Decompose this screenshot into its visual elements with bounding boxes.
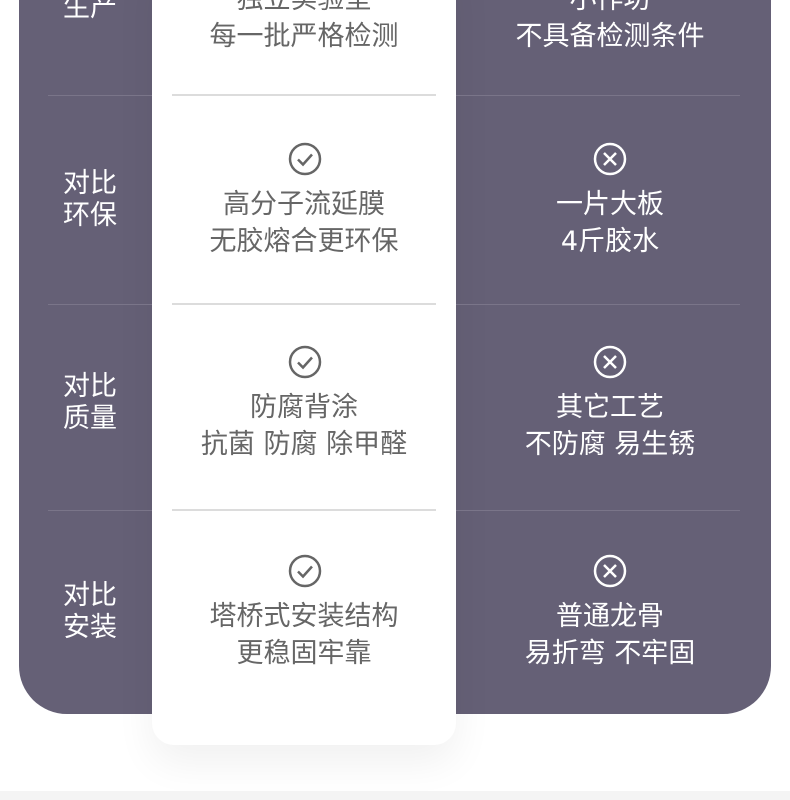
- label-line: 安装: [63, 612, 117, 643]
- row-label-environment: 对比 环保: [40, 168, 140, 232]
- text-line: 普通龙骨: [556, 601, 664, 632]
- ours-text-production: 独立实验室 每一批严格检测: [152, 0, 456, 55]
- ours-text-quality: 防腐背涂 抗菌 防腐 除甲醛: [152, 389, 456, 463]
- text-line: 抗菌 防腐 除甲醛: [200, 429, 408, 460]
- our-product-card: [152, 0, 456, 745]
- text-line: 不防腐 易生锈: [524, 429, 696, 460]
- label-line: 对比: [63, 168, 117, 199]
- divider: [48, 510, 152, 511]
- divider: [456, 510, 740, 511]
- check-circle-icon: [288, 345, 322, 379]
- check-circle-icon: [288, 554, 322, 588]
- divider: [456, 304, 740, 305]
- text-line: 小作坊: [456, 0, 764, 18]
- text-line: 其它工艺: [556, 392, 664, 423]
- text-line: 不具备检测条件: [515, 21, 705, 52]
- divider: [172, 94, 436, 96]
- x-circle-icon: [593, 554, 627, 588]
- theirs-text-installation: 普通龙骨 易折弯 不牢固: [456, 598, 764, 672]
- label-line: 对比: [63, 580, 117, 611]
- label-line: 生产: [63, 0, 117, 23]
- divider: [48, 304, 152, 305]
- divider: [48, 95, 152, 96]
- row-label-production: 生产: [40, 0, 140, 24]
- text-line: 更稳固牢靠: [236, 638, 372, 669]
- label-line: 环保: [63, 200, 117, 231]
- text-line: 一片大板: [556, 189, 664, 220]
- text-line: 易折弯 不牢固: [524, 638, 696, 669]
- divider: [172, 509, 436, 511]
- theirs-text-environment: 一片大板 4斤胶水: [456, 186, 764, 260]
- label-line: 对比: [63, 371, 117, 402]
- ours-text-environment: 高分子流延膜 无胶熔合更环保: [152, 186, 456, 260]
- theirs-text-quality: 其它工艺 不防腐 易生锈: [456, 389, 764, 463]
- text-line: 4斤胶水: [560, 226, 660, 257]
- text-line: 独立实验室: [152, 0, 456, 18]
- x-circle-icon: [593, 345, 627, 379]
- footer-strip: [0, 791, 790, 800]
- text-line: 高分子流延膜: [223, 189, 385, 220]
- text-line: 无胶熔合更环保: [209, 226, 399, 257]
- x-circle-icon: [593, 142, 627, 176]
- text-line: 塔桥式安装结构: [209, 601, 399, 632]
- check-circle-icon: [288, 142, 322, 176]
- divider: [456, 95, 740, 96]
- row-label-quality: 对比 质量: [40, 371, 140, 435]
- ours-text-installation: 塔桥式安装结构 更稳固牢靠: [152, 598, 456, 672]
- text-line: 防腐背涂: [250, 392, 358, 423]
- text-line: 每一批严格检测: [209, 21, 399, 52]
- row-label-installation: 对比 安装: [40, 580, 140, 644]
- divider: [172, 303, 436, 305]
- label-line: 质量: [63, 403, 117, 434]
- theirs-text-production: 小作坊 不具备检测条件: [456, 0, 764, 55]
